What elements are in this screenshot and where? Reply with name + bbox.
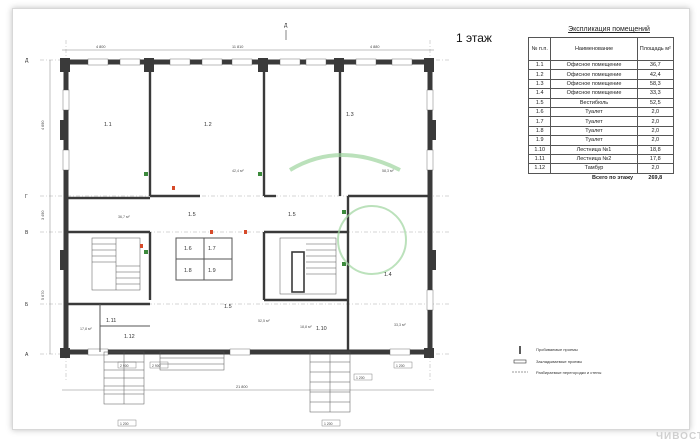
area-1-5: 52,5 м² xyxy=(258,319,270,323)
room-1-9: 1.9 xyxy=(208,268,216,274)
room-areas: 36,7 м² 42,4 м² 58,3 м² 33,3 м² 52,5 м² … xyxy=(80,169,406,331)
room-1-10: 1.10 xyxy=(316,326,327,332)
area-1-1: 36,7 м² xyxy=(118,215,130,219)
green-markers xyxy=(144,172,346,266)
watermark-logo: ЧИВОСТ xyxy=(656,431,700,442)
header-name: Наименование xyxy=(550,37,638,61)
staircase-1 xyxy=(91,237,141,291)
tag-right-1: 1 200 xyxy=(356,376,365,380)
axis-label-a: А xyxy=(25,352,29,358)
room-1-3: 1.3 xyxy=(346,112,354,118)
stamp-watermark xyxy=(288,153,407,275)
table-title: Экспликация помещений xyxy=(568,26,650,33)
tag-left-3: 1 200 xyxy=(120,422,129,426)
axis-label-b: Б xyxy=(25,302,29,308)
axis-label-v: В xyxy=(25,230,29,236)
legend-removed-walls: Разбираемые перегородки и стены xyxy=(536,370,602,375)
dim-top-3: 4 880 xyxy=(370,45,380,49)
tag-right-2: 1 200 xyxy=(396,364,405,368)
table-total-row: Всего по этажу 269,8 xyxy=(528,172,674,183)
area-1-11: 17,8 м² xyxy=(80,327,92,331)
windows xyxy=(62,58,434,356)
tag-left-1: 2 900 xyxy=(120,364,129,368)
room-1-6: 1.6 xyxy=(184,246,192,252)
header-area: Площадь м² xyxy=(636,37,675,61)
legend-closed-openings: Закладываемые проемы xyxy=(536,359,583,364)
dimension-lines xyxy=(49,49,434,391)
porch-stairs-left xyxy=(103,351,145,405)
room-1-5a: 1.5 xyxy=(188,212,196,218)
dim-left-1: 4 690 xyxy=(41,120,45,130)
area-1-4: 33,3 м² xyxy=(394,323,406,327)
room-1-5c: 1.5 xyxy=(224,304,232,310)
room-1-12: 1.12 xyxy=(124,334,135,340)
tag-right-3: 1 200 xyxy=(324,422,333,426)
total-value: 269,8 xyxy=(637,172,674,183)
axis-label-d: Д xyxy=(25,58,29,64)
axis-label-g: Г xyxy=(25,194,28,200)
area-1-2: 42,4 м² xyxy=(232,169,244,173)
axis-label-top: Д xyxy=(284,23,288,29)
door-markers xyxy=(140,186,247,248)
room-1-4: 1.4 xyxy=(384,272,392,278)
room-labels: 1.1 1.2 1.3 1.4 1.5 1.5 1.5 1.6 1.7 1.8 … xyxy=(104,112,392,340)
porch-stairs-center xyxy=(159,351,225,371)
dim-total: 21 800 xyxy=(236,385,248,389)
room-1-11: 1.11 xyxy=(106,318,116,324)
staircase-2 xyxy=(279,237,337,295)
legend-new-openings: Пробиваемые проемы xyxy=(536,347,578,352)
room-1-5b: 1.5 xyxy=(288,212,296,218)
legend-symbols xyxy=(512,346,528,373)
thin-partitions xyxy=(99,237,233,352)
stair-dimension-tags: 2 900 2 900 1 200 1 200 1 200 1 200 xyxy=(117,361,413,427)
porch-stairs-right xyxy=(309,351,351,413)
room-1-8: 1.8 xyxy=(184,268,192,274)
pilasters xyxy=(60,58,436,358)
dim-top-2: 11 810 xyxy=(232,45,243,49)
area-1-3: 58,3 м² xyxy=(382,169,394,173)
room-1-2: 1.2 xyxy=(204,122,212,128)
interior-walls xyxy=(66,62,430,352)
area-1-10: 18,8 м² xyxy=(300,325,312,329)
total-label: Всего по этажу xyxy=(528,172,638,183)
dim-left-3: 5 670 xyxy=(41,290,45,300)
header-no: № п.п. xyxy=(527,37,552,61)
room-1-1: 1.1 xyxy=(104,122,112,128)
axis-markers: Д Д Г В Б А xyxy=(25,23,288,358)
dim-left-2: 3 490 xyxy=(41,210,45,220)
room-1-7: 1.7 xyxy=(208,246,216,252)
dim-top-1: 4 800 xyxy=(96,45,106,49)
tag-left-2: 2 900 xyxy=(152,364,161,368)
floor-title: 1 этаж xyxy=(456,31,492,45)
